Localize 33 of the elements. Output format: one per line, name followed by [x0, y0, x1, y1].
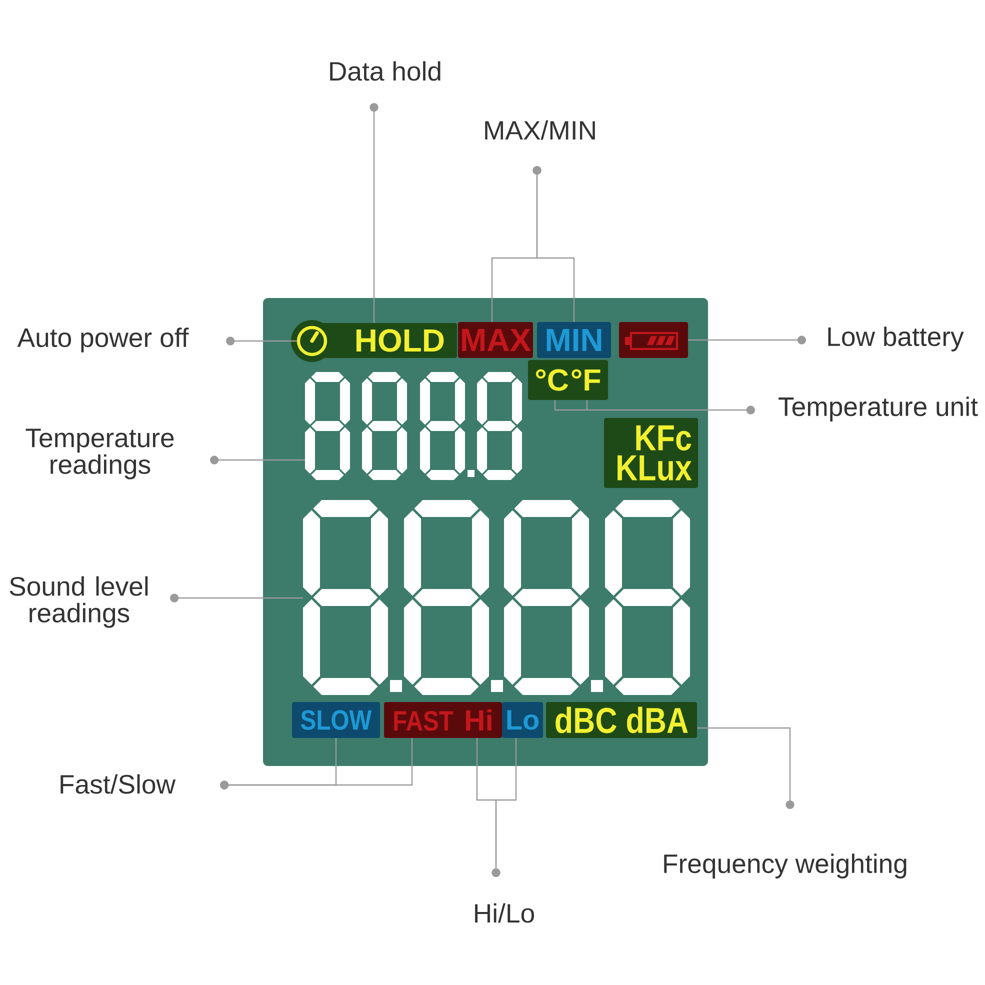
callout-label: Frequency weighting: [664, 854, 906, 878]
battery-icon: [619, 322, 688, 358]
lcd-indicator: °C°F: [528, 360, 608, 400]
leader-line: [688, 336, 806, 344]
callout-label: Temperature readings: [26, 428, 174, 480]
leader-line: [697, 727, 794, 809]
callout-label: Low battery: [828, 326, 964, 352]
callout-label: Auto power off: [17, 328, 189, 352]
leader-line: [554, 399, 755, 414]
callout-label: Hi/Lo: [475, 903, 534, 923]
leader-line: [220, 738, 413, 790]
lcd-indicator: Lo: [502, 702, 543, 738]
leader-line: [170, 594, 303, 602]
seven-segment-digits: [303, 500, 690, 695]
lcd-indicator: FAST Hi: [384, 702, 502, 738]
lcd-indicator: KFc KLux: [604, 418, 698, 488]
leader-line: [492, 738, 517, 877]
leader-line: [226, 336, 297, 346]
lcd-indicator: dBC dBA: [546, 702, 697, 738]
lcd-indicator: HOLD: [291, 320, 457, 362]
leader-line: [532, 166, 575, 322]
leader-line: [370, 103, 378, 323]
seven-segment-digits: [305, 372, 522, 480]
lcd-indicator: MIN: [537, 322, 611, 358]
callout-label: Sound level readings: [10, 576, 148, 628]
callout-label: Temperature unit: [778, 396, 978, 422]
callout-label: Fast/Slow: [60, 774, 176, 794]
leader-line: [210, 456, 305, 464]
lcd-indicator: SLOW: [292, 702, 380, 738]
dial-icon: [296, 326, 328, 356]
callout-label: MAX/MIN: [485, 120, 595, 140]
lcd-indicator: MAX: [458, 322, 533, 358]
callout-label: Data hold: [330, 61, 440, 81]
